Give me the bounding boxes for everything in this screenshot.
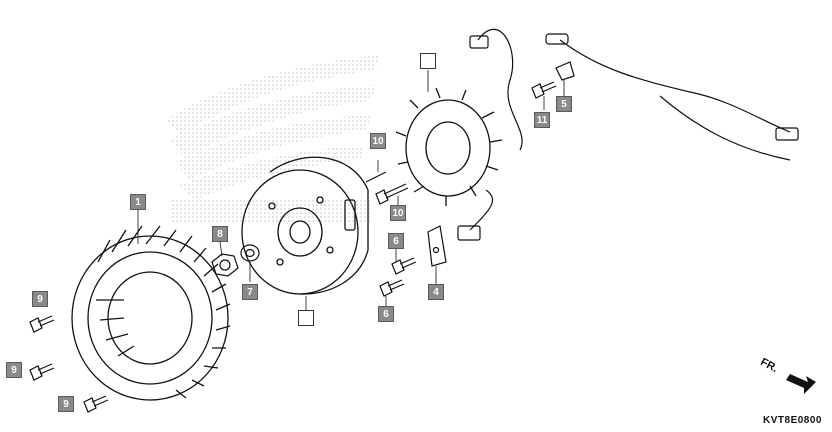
fan-cover: [71, 225, 231, 401]
diagram-code: KVT8E0800: [763, 415, 822, 426]
callout-9: 9: [32, 291, 48, 307]
callout-10: 10: [390, 205, 406, 221]
callout-9: 9: [6, 362, 22, 378]
flywheel: [241, 156, 369, 295]
callout-5: 5: [556, 96, 572, 112]
callout-1: 1: [130, 194, 146, 210]
callout-10: 10: [370, 133, 386, 149]
washer: [240, 244, 260, 262]
callout-blank-stator: [420, 53, 436, 69]
bolts: [29, 81, 557, 413]
stator: [395, 87, 503, 206]
callout-7: 7: [242, 284, 258, 300]
pulser-bracket: [427, 225, 447, 267]
callout-4: 4: [428, 284, 444, 300]
callout-6: 6: [378, 306, 394, 322]
callout-11: 11: [534, 112, 550, 128]
callout-9: 9: [58, 396, 74, 412]
callout-8: 8: [212, 226, 228, 242]
wire-clamp: [555, 61, 575, 81]
front-direction-arrow: [786, 374, 816, 394]
watermark-wing: [165, 55, 380, 222]
wiring-harness: [457, 28, 799, 241]
callout-blank-flywheel: [298, 310, 314, 326]
callout-6: 6: [388, 233, 404, 249]
leader-lines: [137, 70, 565, 310]
